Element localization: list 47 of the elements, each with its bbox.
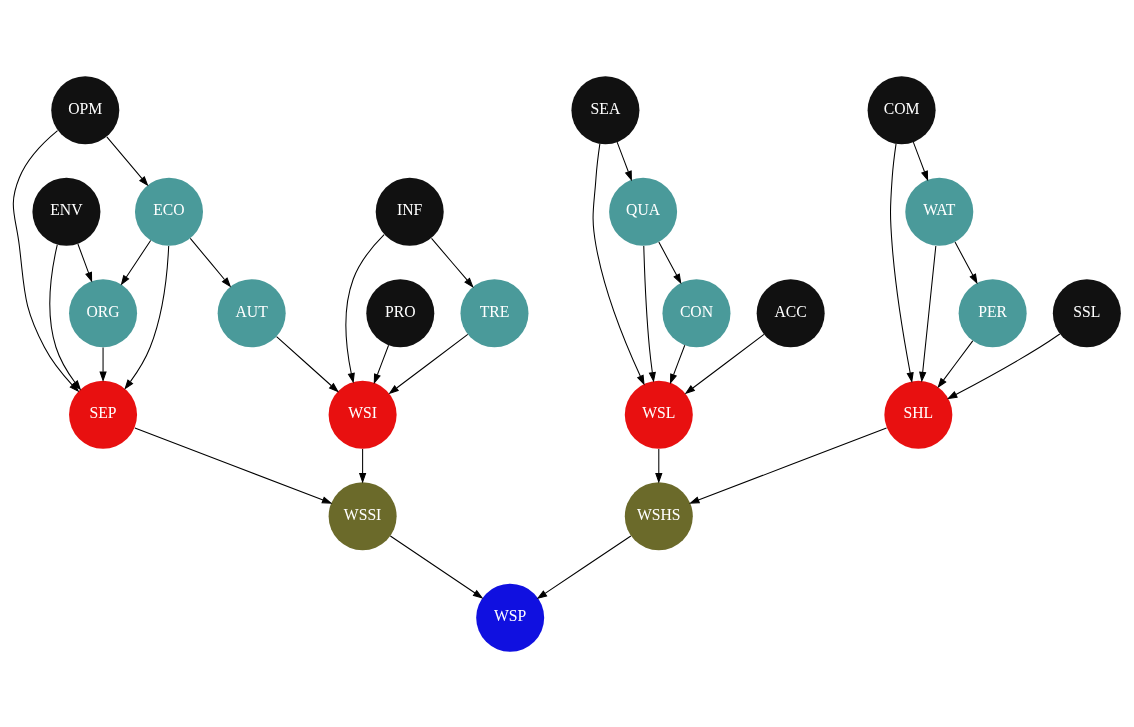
arrow [890,142,914,383]
arrow [431,237,474,288]
arrow [389,535,484,599]
node-circle: WSL [624,380,693,449]
arrow [373,344,390,384]
node-circle: SEA [571,75,640,144]
node-circle: WSSI [328,481,397,550]
arrow [655,447,663,483]
arrow [954,241,978,284]
arrow [643,244,656,383]
node-circle: WSP [476,583,545,652]
arrow [684,333,765,394]
arrow [345,233,385,383]
node-circle: WAT [905,177,974,246]
node-circle: OPM [51,75,120,144]
arrow [658,241,682,284]
arrow [946,332,1061,399]
arrow [536,535,632,599]
node-circle: COM [867,75,936,144]
arrow [358,447,367,483]
node-circle: SHL [884,380,953,449]
arrow [134,426,333,504]
arrow [937,339,974,388]
arrow [388,333,469,394]
node-circle: PER [958,278,1027,347]
node-circle: CON [662,278,731,347]
arrow [592,142,645,385]
arrow [276,335,339,393]
arrow [919,244,937,382]
arrow [77,242,93,283]
node-circle: INF [375,177,444,246]
arrow [912,141,929,181]
node-circle: ORG [69,278,138,347]
arrow [189,237,232,288]
node-circle: ACC [756,278,825,347]
arrow [669,344,686,384]
node-circle: WSHS [624,481,693,550]
node-circle: ENV [32,177,101,246]
arrow [124,244,170,390]
arrow [99,346,107,382]
node-circle: SSL [1052,278,1121,347]
node-circle: PRO [366,278,435,347]
arrow [106,135,149,186]
node-circle: QUA [609,177,678,246]
arrow [616,141,632,181]
arrow [120,239,152,286]
arrow [689,426,888,504]
